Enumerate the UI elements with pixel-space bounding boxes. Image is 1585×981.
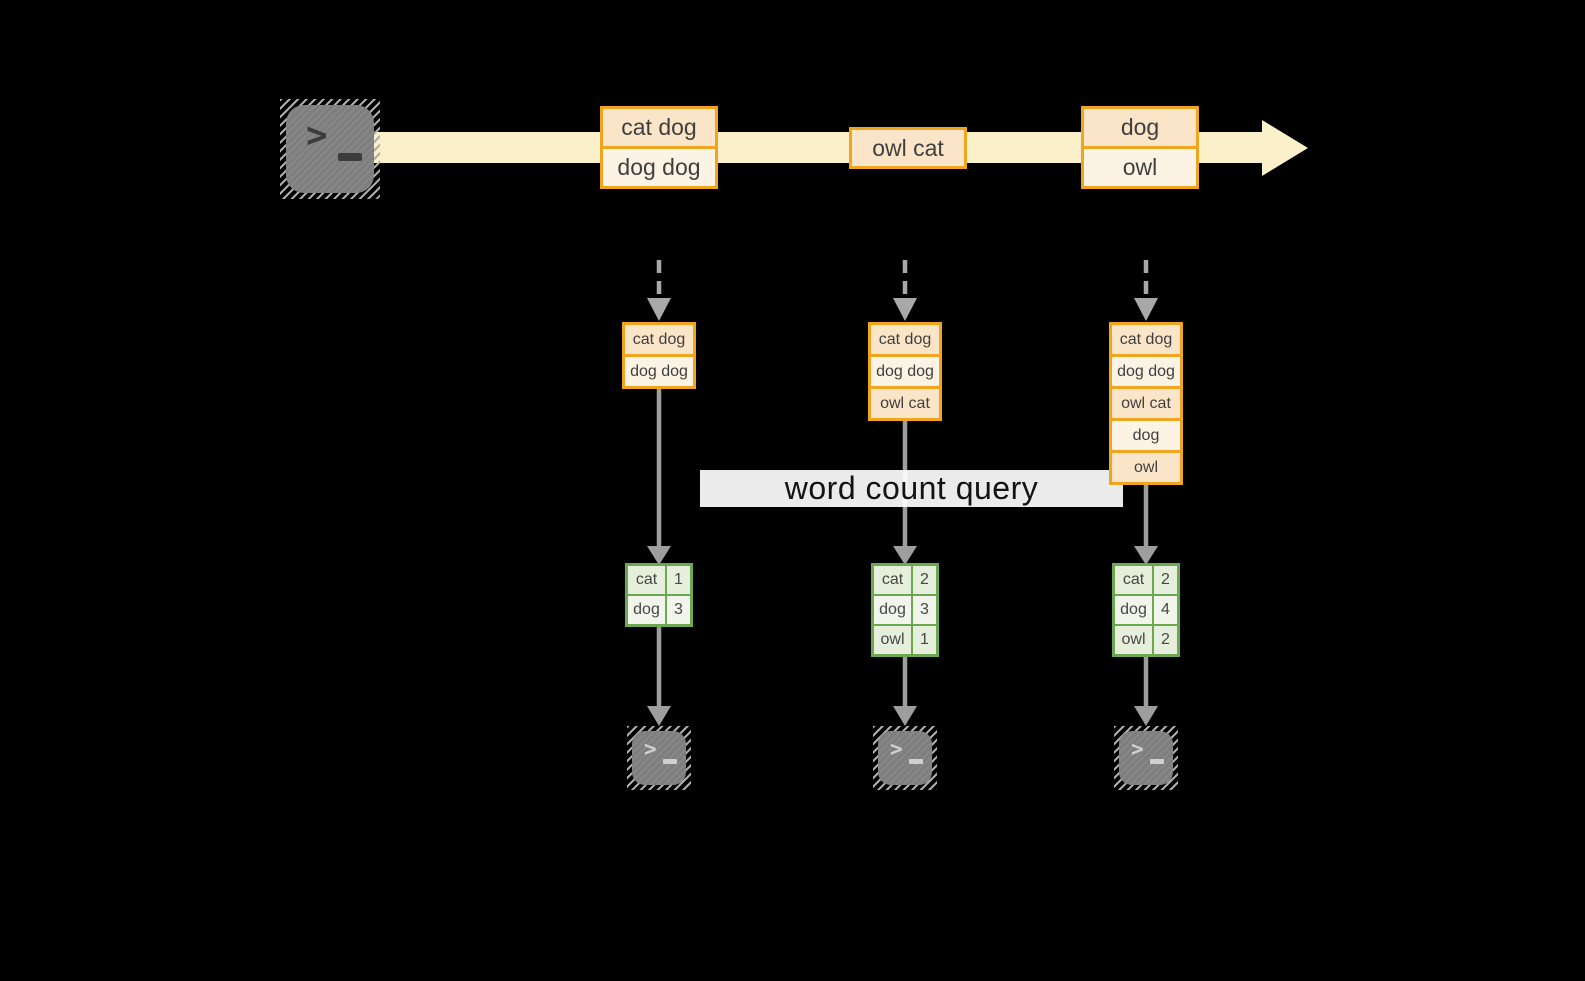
state-box: cat dog dog dog owl cat dog owl <box>1109 322 1183 485</box>
query-label: word count query <box>784 470 1039 506</box>
count-value: 2 <box>1154 566 1177 594</box>
source-terminal-icon: > <box>280 99 380 199</box>
count-value: 2 <box>1154 624 1177 654</box>
state-line: dog <box>1112 418 1180 450</box>
terminal-prompt-icon: > <box>644 737 657 761</box>
stream-event-box: owl cat <box>849 127 967 169</box>
count-word: dog <box>1115 594 1154 624</box>
terminal-cursor-icon <box>909 759 923 764</box>
count-word: cat <box>874 566 913 594</box>
arrowhead-icon <box>1134 546 1158 565</box>
count-word: owl <box>1115 624 1154 654</box>
terminal-prompt-icon: > <box>306 115 328 156</box>
state-line: dog dog <box>625 354 693 386</box>
count-word: dog <box>628 594 667 624</box>
state-line: cat dog <box>625 325 693 354</box>
stream-event-box: cat dog dog dog <box>600 106 718 189</box>
state-box: cat dog dog dog owl cat <box>868 322 942 421</box>
terminal-cursor-icon <box>1150 759 1164 764</box>
state-line: dog dog <box>1112 354 1180 386</box>
state-line: owl cat <box>1112 386 1180 418</box>
terminal-prompt-icon: > <box>1131 737 1144 761</box>
stream-event-line: cat dog <box>603 109 715 146</box>
sink-terminal-icon: > <box>627 726 691 790</box>
query-band: word count query <box>700 470 1123 507</box>
stream-event-line: owl <box>1084 146 1196 186</box>
terminal-icon-body: > <box>632 731 686 785</box>
state-line: owl <box>1112 450 1180 482</box>
stream-event-line: dog dog <box>603 146 715 186</box>
arrowhead-icon <box>647 706 671 726</box>
arrowhead-icon <box>1134 706 1158 726</box>
count-word: owl <box>874 624 913 654</box>
state-box: cat dog dog dog <box>622 322 696 389</box>
stream-event-line: owl cat <box>852 130 964 166</box>
sink-terminal-icon: > <box>1114 726 1178 790</box>
terminal-icon-body: > <box>1119 731 1173 785</box>
arrowhead-icon <box>647 546 671 565</box>
count-table: cat 1 dog 3 <box>625 563 693 627</box>
arrowhead-icon <box>647 298 671 321</box>
count-word: cat <box>1115 566 1154 594</box>
count-table: cat 2 dog 3 owl 1 <box>871 563 939 657</box>
stream-event-line: dog <box>1084 109 1196 146</box>
count-table: cat 2 dog 4 owl 2 <box>1112 563 1180 657</box>
terminal-icon-body: > <box>878 731 932 785</box>
count-value: 1 <box>913 624 936 654</box>
count-value: 1 <box>667 566 690 594</box>
stream-event-box: dog owl <box>1081 106 1199 189</box>
state-line: owl cat <box>871 386 939 418</box>
count-word: cat <box>628 566 667 594</box>
state-line: cat dog <box>871 325 939 354</box>
state-line: cat dog <box>1112 325 1180 354</box>
terminal-cursor-icon <box>663 759 677 764</box>
terminal-icon-body: > <box>286 105 374 193</box>
arrowhead-icon <box>893 298 917 321</box>
terminal-prompt-icon: > <box>890 737 903 761</box>
sink-terminal-icon: > <box>873 726 937 790</box>
state-line: dog dog <box>871 354 939 386</box>
arrowhead-icon <box>1134 298 1158 321</box>
terminal-cursor-icon <box>338 153 362 161</box>
count-value: 3 <box>667 594 690 624</box>
count-value: 3 <box>913 594 936 624</box>
count-value: 4 <box>1154 594 1177 624</box>
count-value: 2 <box>913 566 936 594</box>
stream-arrowhead-icon <box>1262 120 1308 176</box>
arrowhead-icon <box>893 546 917 565</box>
arrowhead-icon <box>893 706 917 726</box>
count-word: dog <box>874 594 913 624</box>
